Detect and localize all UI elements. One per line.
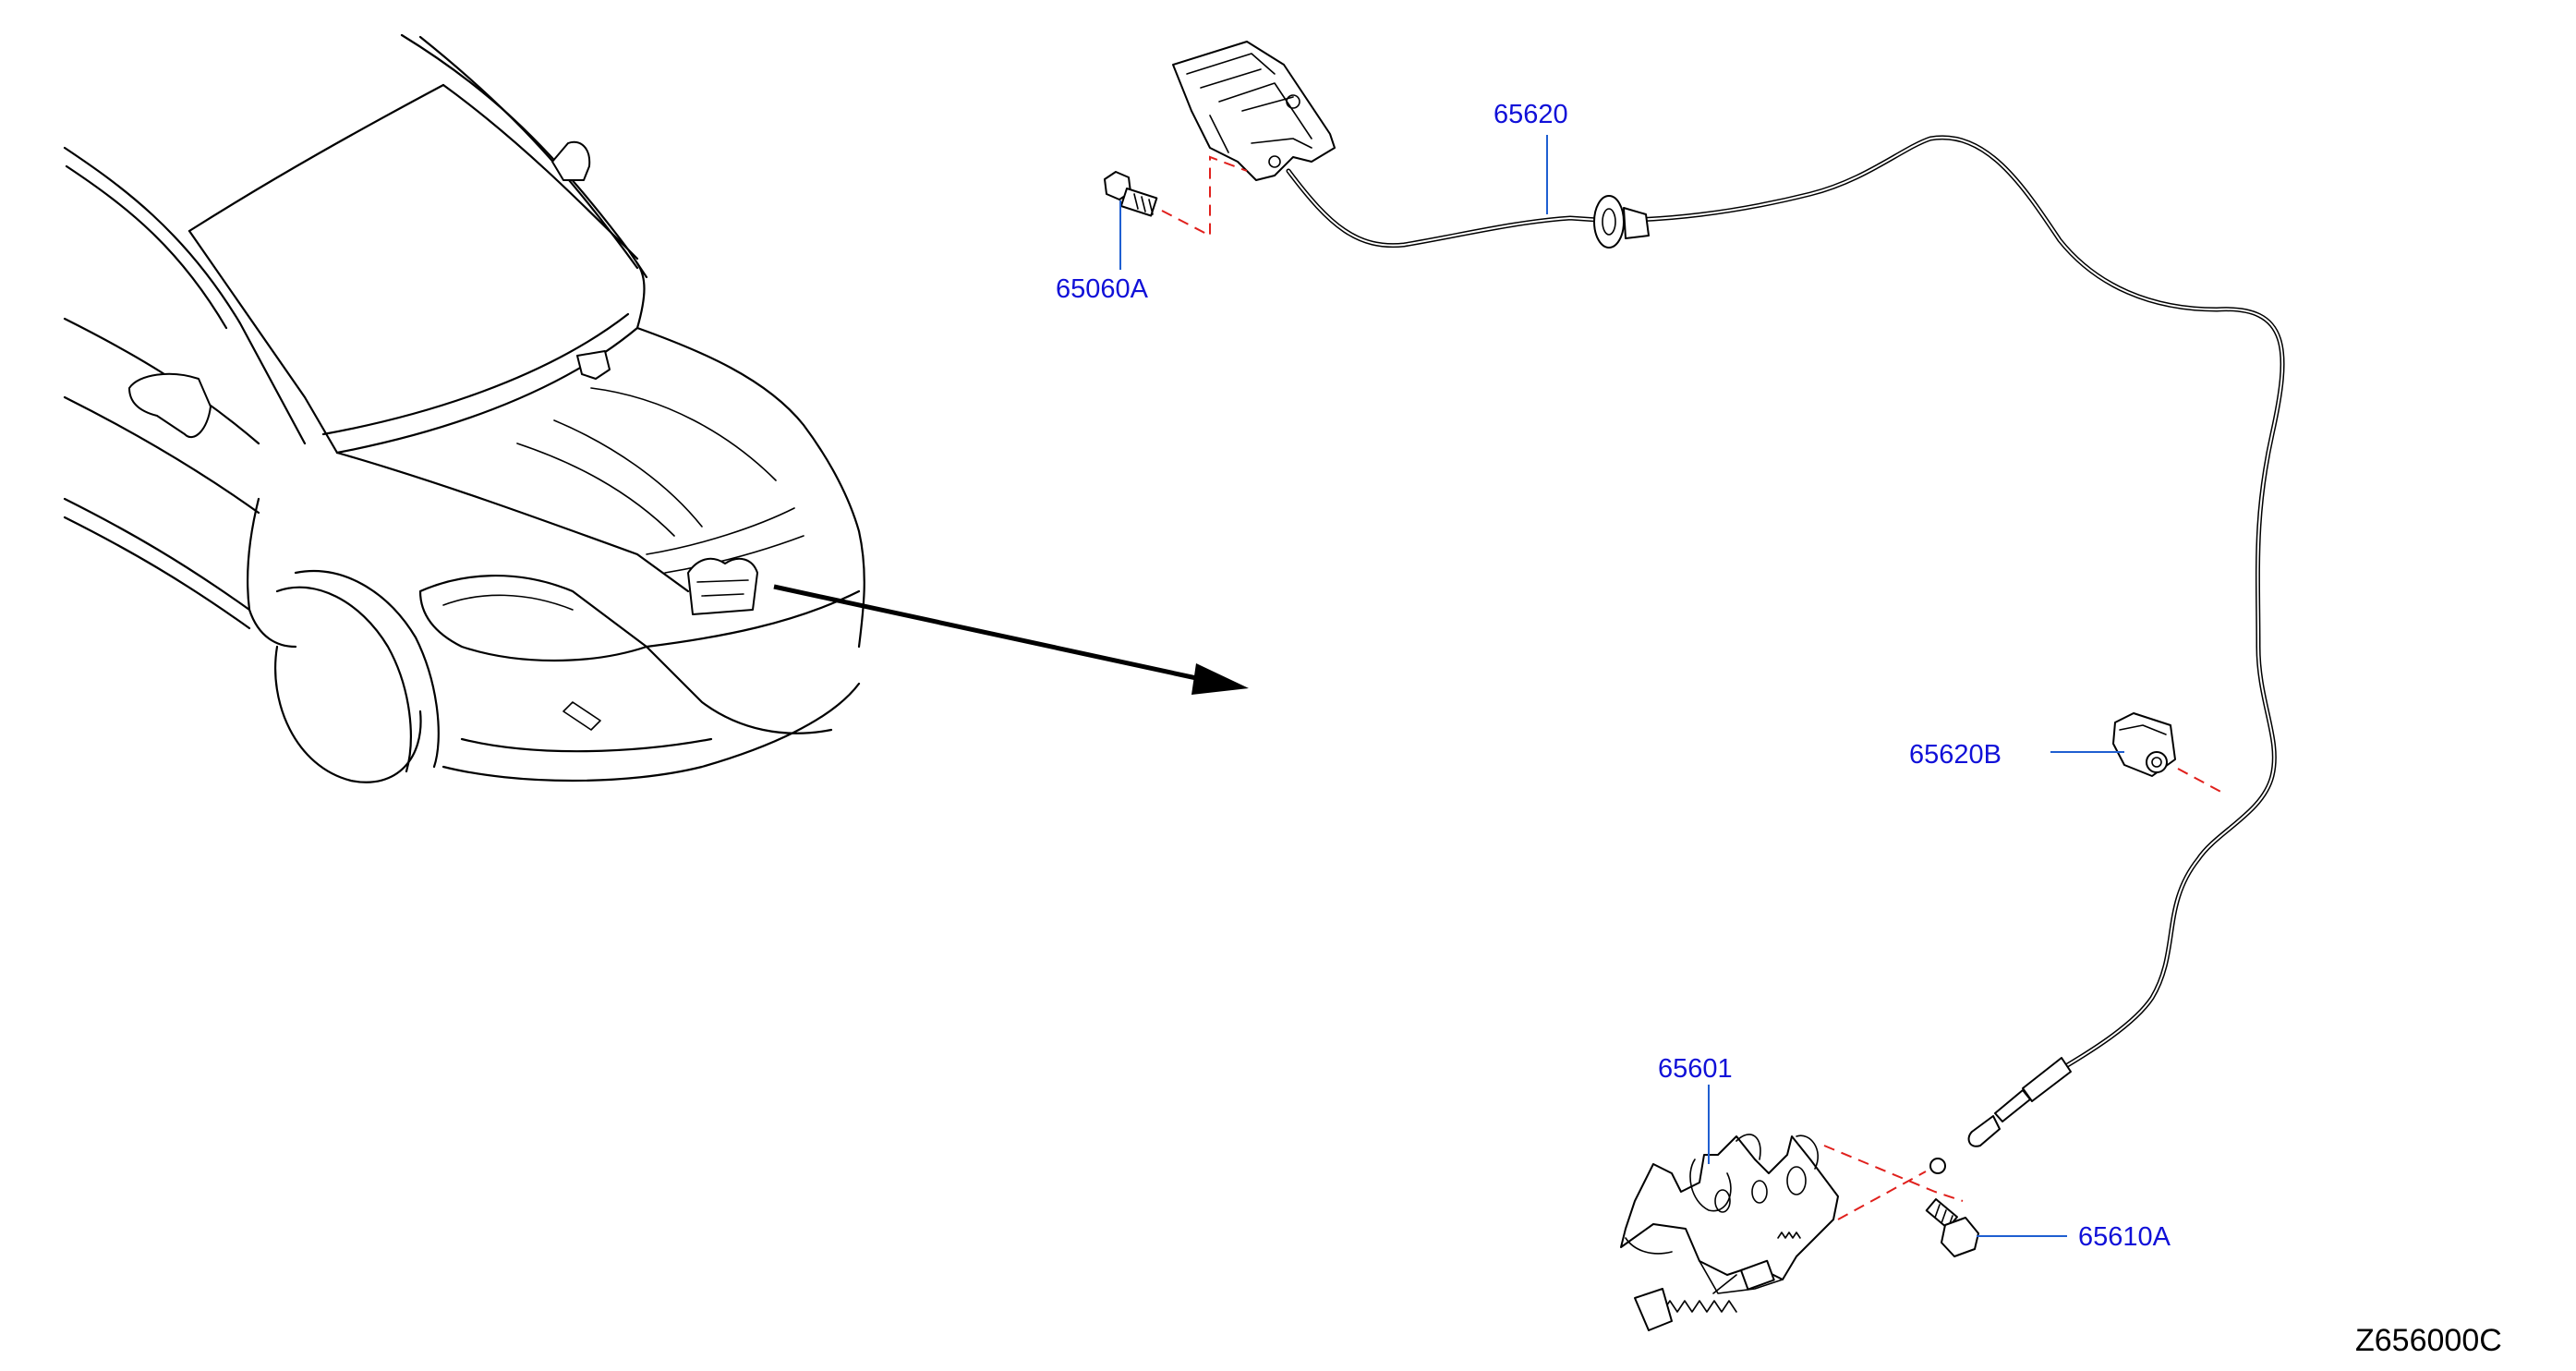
callout-hood-lock-control-cable: 65620: [1494, 100, 1568, 129]
hood-release-cable: [1286, 135, 2285, 1174]
callout-hood-lock-bolt: 65610A: [2078, 1222, 2171, 1252]
cable-clip-65620b: [2112, 712, 2176, 777]
bolt-65060a: [1104, 171, 1158, 217]
callout-labels: 65620 65060A 65620B 65601 65610A: [1056, 100, 2171, 1252]
bolt-65610a: [1925, 1198, 1979, 1257]
car-front-illustration: [63, 33, 865, 783]
leader-lines: [1119, 135, 2124, 1237]
hood-release-handle: [1172, 41, 1336, 181]
alignment-dashes: [1161, 155, 2227, 1220]
hood-lock-assembly-part: [1620, 1134, 1839, 1331]
callout-hood-lock-control-handle-bolt: 65060A: [1056, 274, 1149, 304]
callout-hood-cable-clip: 65620B: [1909, 740, 2002, 770]
pointer-arrow: [773, 584, 1249, 695]
callout-hood-lock-assembly: 65601: [1658, 1054, 1733, 1084]
diagram-id: Z656000C: [2355, 1323, 2502, 1358]
